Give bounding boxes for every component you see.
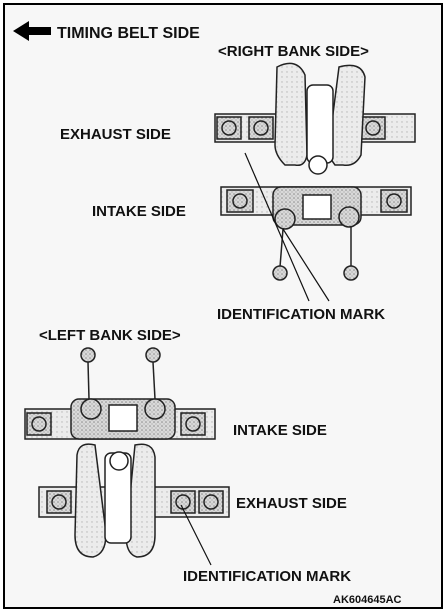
right-identification-mark-label: IDENTIFICATION MARK <box>217 306 385 323</box>
right-exhaust-side-label: EXHAUST SIDE <box>60 126 171 143</box>
timing-belt-arrow-icon <box>13 21 51 41</box>
rocker-bridge-left <box>70 398 176 440</box>
identification-mark-pointers-right <box>244 152 330 302</box>
left-exhaust-side-label: EXHAUST SIDE <box>236 495 347 512</box>
left-intake-side-label: INTAKE SIDE <box>233 422 327 439</box>
figure-frame: TIMING BELT SIDE <RIGHT BANK SIDE> <box>3 3 443 609</box>
rocker-arms-left <box>74 443 156 558</box>
left-bank-group: <LEFT BANK SIDE> <box>24 327 351 585</box>
rocker-arm-diagram: TIMING BELT SIDE <RIGHT BANK SIDE> <box>13 21 416 606</box>
rocker-bridge-right <box>272 186 362 230</box>
left-bank-title: <LEFT BANK SIDE> <box>39 327 181 344</box>
shaft-bolts-right <box>216 116 408 213</box>
figure-code: AK604645AC <box>333 594 402 606</box>
right-bank-title: <RIGHT BANK SIDE> <box>218 43 369 60</box>
adjusters-left <box>80 347 161 400</box>
identification-mark-pointer-left <box>180 504 212 566</box>
right-intake-side-label: INTAKE SIDE <box>92 203 186 220</box>
rocker-arms-right <box>274 62 366 175</box>
timing-belt-side-label: TIMING BELT SIDE <box>57 25 200 42</box>
shaft-bolts-left <box>26 412 224 514</box>
right-bank-group: <RIGHT BANK SIDE> <box>60 43 416 323</box>
left-identification-mark-label: IDENTIFICATION MARK <box>183 568 351 585</box>
adjusters-right <box>272 227 359 281</box>
